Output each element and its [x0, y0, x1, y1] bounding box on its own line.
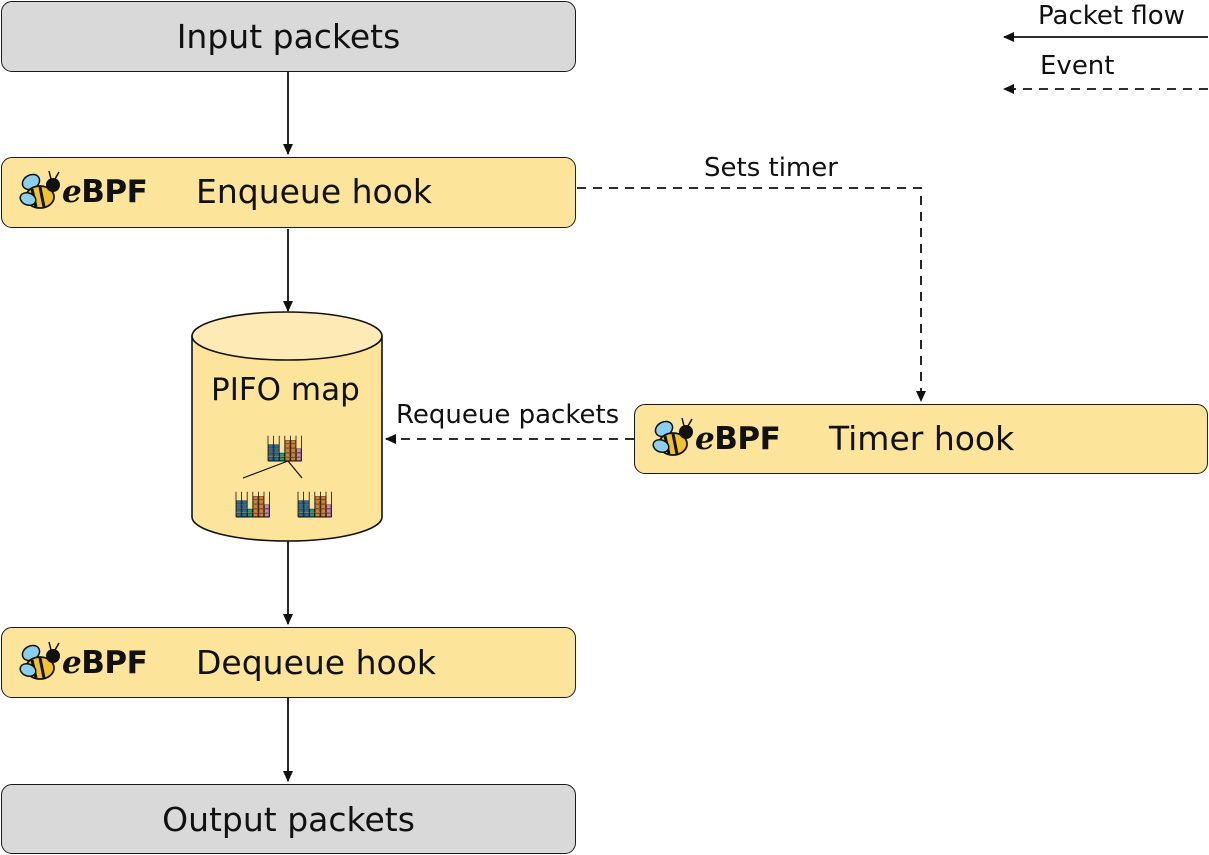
- ebpf-e: e: [62, 174, 82, 210]
- dequeue-hook-box: [1, 627, 576, 698]
- bee-icon: [652, 417, 693, 456]
- requeue-packets-label: Requeue packets: [396, 400, 620, 430]
- pifo-queue-root: [267, 435, 303, 462]
- output-packets-box: Output packets: [1, 784, 576, 854]
- timer-hook-label: Timer hook: [829, 419, 1015, 458]
- sets-timer-label: Sets timer: [704, 153, 838, 183]
- ebpf-wordmark: eBPF: [62, 174, 148, 210]
- input-packets-box: Input packets: [1, 1, 576, 72]
- timer-hook-box: [634, 404, 1208, 474]
- ebpf-wordmark: eBPF: [62, 645, 148, 681]
- output-packets-label: Output packets: [162, 799, 415, 839]
- bee-icon: [19, 641, 60, 680]
- enqueue-hook-box: [1, 157, 576, 228]
- pifo-tree-lines: [242, 460, 303, 479]
- ebpf-e: e: [695, 421, 715, 457]
- pifo-queue-right: [297, 491, 333, 518]
- arrow-sets-timer: [577, 187, 926, 402]
- ebpf-bpf: BPF: [81, 174, 148, 210]
- legend-event-label: Event: [1040, 51, 1115, 81]
- ebpf-bpf: BPF: [714, 421, 781, 457]
- input-packets-label: Input packets: [176, 17, 401, 56]
- ebpf-logo: eBPF: [16, 169, 148, 215]
- legend-packet-flow-label: Packet flow: [1038, 1, 1185, 31]
- ebpf-bpf: BPF: [81, 645, 148, 681]
- pifo-map-cylinder: [191, 311, 383, 542]
- pifo-queue-left: [235, 491, 271, 518]
- ebpf-logo: eBPF: [649, 416, 781, 462]
- enqueue-hook-label: Enqueue hook: [196, 172, 433, 211]
- pifo-queues: [235, 435, 333, 518]
- ebpf-e: e: [62, 645, 82, 681]
- ebpf-logo: eBPF: [16, 640, 148, 686]
- pifo-map-label: PIFO map: [211, 372, 360, 408]
- dequeue-hook-label: Dequeue hook: [196, 643, 436, 682]
- bee-icon: [19, 170, 60, 209]
- ebpf-wordmark: eBPF: [695, 421, 781, 457]
